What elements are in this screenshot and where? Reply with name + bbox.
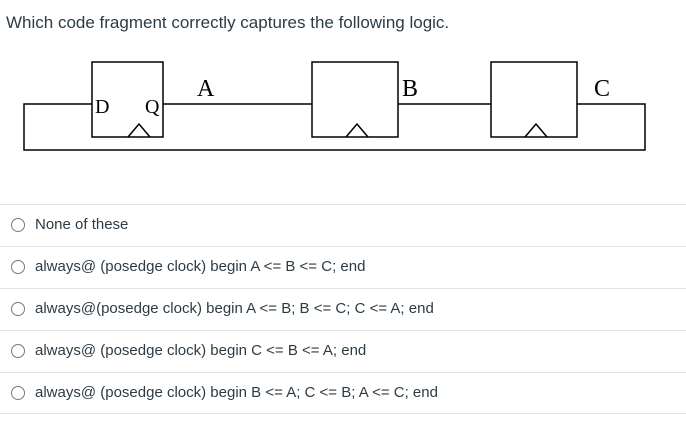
radio-button[interactable] [11,218,25,232]
clock-triangle-2 [345,122,369,138]
answer-option-4[interactable]: always@ (posedge clock) begin C <= B <= … [0,330,686,372]
answer-option-5[interactable]: always@ (posedge clock) begin B <= A; C … [0,372,686,414]
answer-option-2[interactable]: always@ (posedge clock) begin A <= B <= … [0,246,686,288]
question-text: Which code fragment correctly captures t… [6,13,450,32]
flip-flop-3 [490,61,578,138]
flip-flop-chain-diagram: D Q A B C [23,61,646,151]
signal-c-label: C [594,76,610,102]
flip-flop-1 [91,61,164,138]
radio-button[interactable] [11,260,25,274]
radio-button[interactable] [11,386,25,400]
radio-button[interactable] [11,344,25,358]
answer-label: always@(posedge clock) begin A <= B; B <… [35,300,434,317]
answer-label: None of these [35,216,129,233]
clock-triangle-3 [524,122,548,138]
answer-option-1[interactable]: None of these [0,204,686,246]
signal-b-label: B [402,76,418,102]
answer-list: None of these always@ (posedge clock) be… [0,204,686,414]
radio-button[interactable] [11,302,25,316]
flip-flop-2 [311,61,399,138]
answer-label: always@ (posedge clock) begin C <= B <= … [35,342,367,359]
answer-label: always@ (posedge clock) begin A <= B <= … [35,258,366,275]
answer-option-3[interactable]: always@(posedge clock) begin A <= B; B <… [0,288,686,330]
feedback-wire [23,103,646,151]
ff1-q-label: Q [145,96,160,118]
ff1-d-label: D [95,96,109,118]
answer-label: always@ (posedge clock) begin B <= A; C … [35,384,438,401]
clock-triangle-1 [127,122,151,138]
signal-a-label: A [197,76,215,102]
